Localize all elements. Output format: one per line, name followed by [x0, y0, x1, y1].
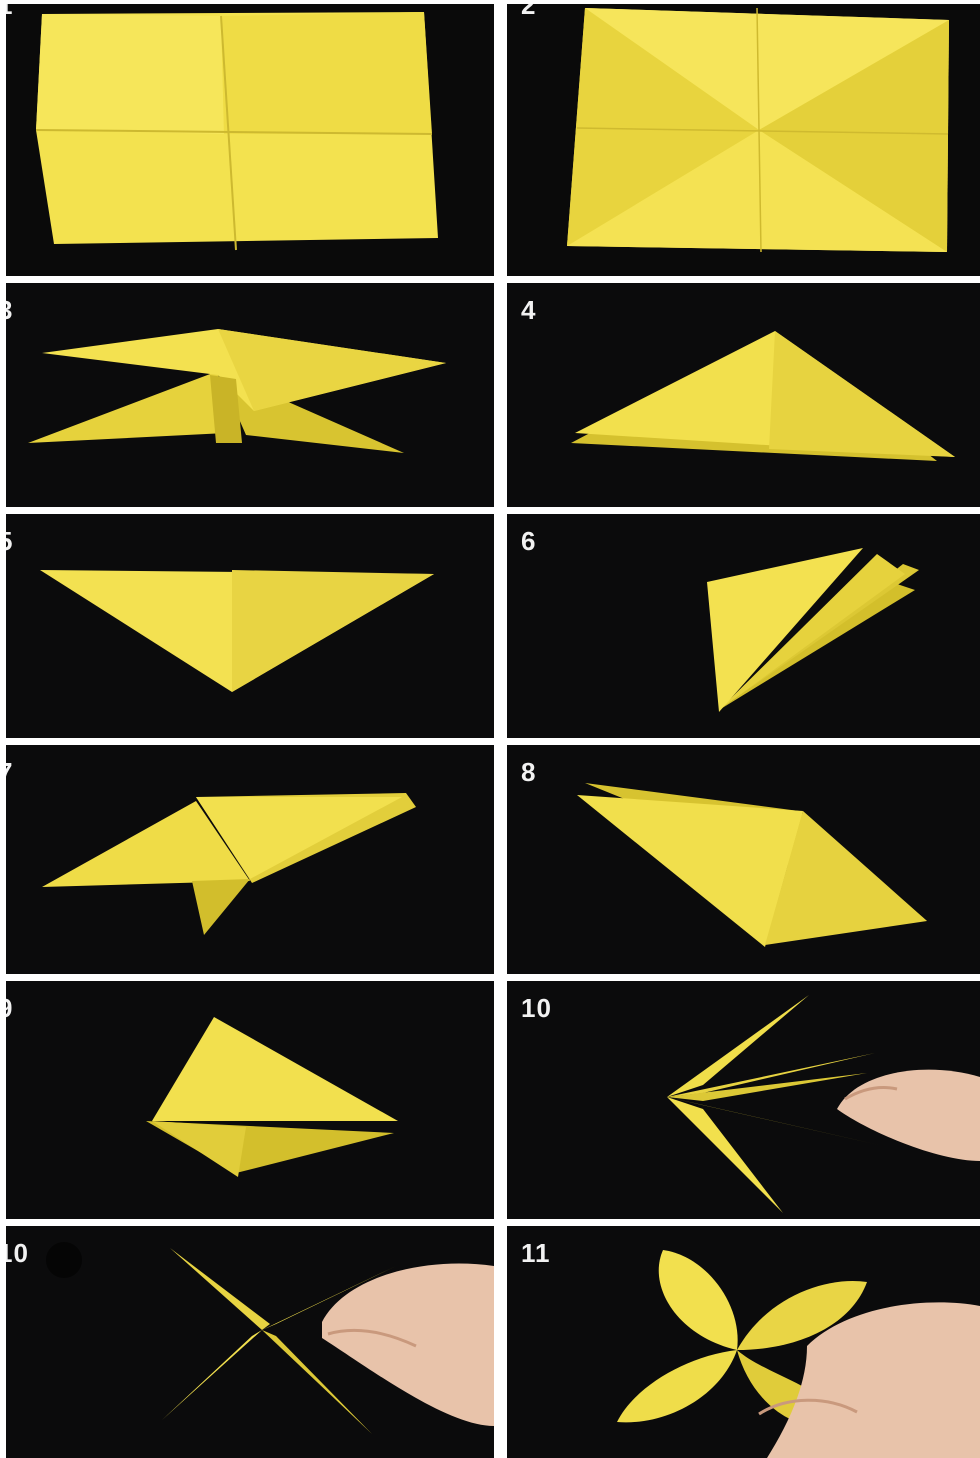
step-number: 5 [6, 526, 13, 557]
step-1-photo: 1 [6, 4, 494, 276]
step-number: 7 [6, 757, 13, 788]
step-number: 10 [521, 993, 552, 1024]
step-10b-photo: 10 [6, 1226, 494, 1458]
step-9-photo: 9 [6, 981, 494, 1219]
inverted-triangle-illustration [6, 514, 494, 738]
step-number: 9 [6, 993, 13, 1024]
step-10-petal-illustration [507, 981, 980, 1219]
step-9-fold-illustration [6, 981, 494, 1219]
step-4-photo: 4 [507, 283, 980, 507]
step-10-photo: 10 [507, 981, 980, 1219]
step-7-photo: 7 [6, 745, 494, 974]
step-number: 11 [521, 1238, 551, 1269]
step-number: 6 [521, 526, 536, 557]
step-number: 2 [521, 4, 536, 21]
finished-flower-illustration [507, 1226, 980, 1458]
step-10b-petal-illustration [6, 1226, 494, 1458]
step-7-fold-illustration [6, 745, 494, 974]
step-2-photo: 2 [507, 4, 980, 276]
step-number: 8 [521, 757, 536, 788]
step-number: 3 [6, 295, 13, 326]
step-8-fold-illustration [507, 745, 980, 974]
square-base-illustration [6, 283, 494, 507]
layered-flaps-illustration [507, 514, 980, 738]
step-6-photo: 6 [507, 514, 980, 738]
step-number: 10 [6, 1238, 29, 1269]
step-11-photo: 11 [507, 1226, 980, 1458]
step-5-photo: 5 [6, 514, 494, 738]
diagonal-creases-illustration [507, 4, 980, 276]
step-3-photo: 3 [6, 283, 494, 507]
folded-square-illustration [6, 4, 494, 276]
step-number: 4 [521, 295, 536, 326]
step-number: 1 [6, 4, 13, 21]
triangle-illustration [507, 283, 980, 507]
step-8-photo: 8 [507, 745, 980, 974]
